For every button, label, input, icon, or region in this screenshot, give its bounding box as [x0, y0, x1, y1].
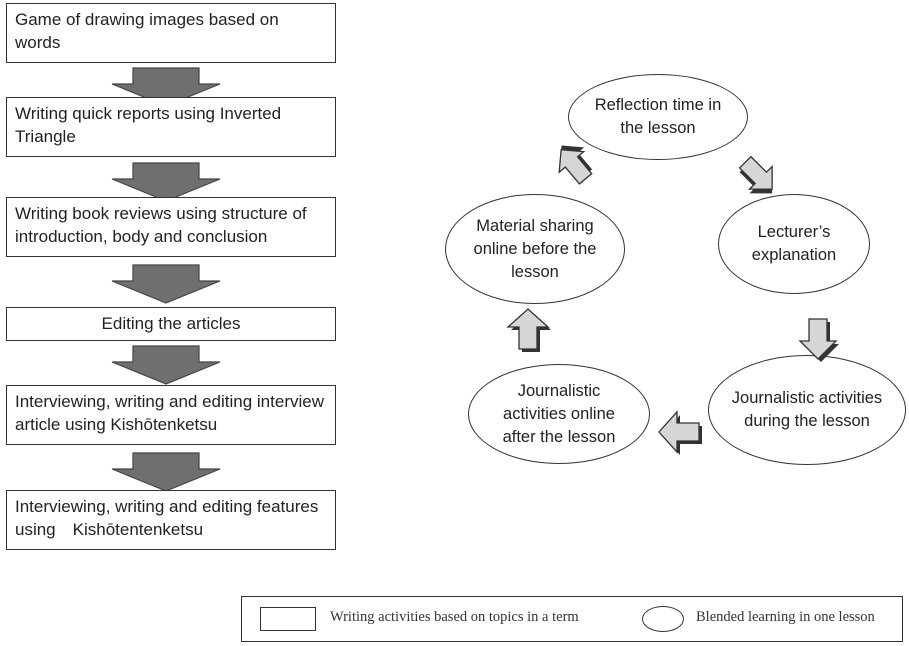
step-label-2: Writing quick reports using Inverted Tri…	[15, 104, 282, 146]
step-box-3: Writing book reviews using structure of …	[6, 197, 336, 257]
cycle-label-journalistic-during: Journalistic activities during the lesso…	[731, 389, 883, 430]
cycle-arrow-after-to-material	[506, 308, 551, 352]
step-label-1: Game of drawing images based on words	[15, 10, 279, 52]
legend-box-symbol	[260, 607, 316, 631]
step-box-4: Editing the articles	[6, 307, 336, 341]
down-arrow-2	[111, 162, 221, 202]
cycle-label-material-sharing: Material sharing online before the lesso…	[473, 216, 597, 281]
legend-box-label: Writing activities based on topics in a …	[330, 609, 579, 625]
cycle-ellipse-lecturer: Lecturer’s explanation	[718, 194, 870, 294]
cycle-ellipse-journalistic-after: Journalistic activities online after the…	[468, 364, 650, 464]
step-label-3: Writing book reviews using structure of …	[15, 204, 307, 246]
legend-ellipse-symbol	[642, 606, 684, 632]
cycle-arrow-reflection-to-lecturer	[738, 155, 773, 194]
cycle-arrow-material-to-reflection	[558, 145, 593, 185]
step-box-1: Game of drawing images based on words	[6, 3, 336, 63]
down-arrow-4	[111, 345, 221, 385]
step-box-2: Writing quick reports using Inverted Tri…	[6, 97, 336, 157]
cycle-label-lecturer: Lecturer’s explanation	[751, 223, 837, 264]
cycle-arrow-during-to-after	[658, 410, 702, 455]
down-arrow-3	[111, 264, 221, 304]
step-label-5: Interviewing, writing and editing interv…	[15, 392, 324, 434]
cycle-ellipse-material-sharing: Material sharing online before the lesso…	[445, 194, 625, 304]
cycle-label-reflection: Reflection time in the lesson	[594, 96, 722, 137]
step-label-4: Editing the articles	[101, 314, 241, 333]
cycle-arrow-lecturer-to-during	[798, 318, 839, 362]
step-box-6: Interviewing, writing and editing featur…	[6, 490, 336, 550]
down-arrow-5	[111, 452, 221, 492]
step-label-6: Interviewing, writing and editing featur…	[15, 497, 319, 539]
cycle-label-journalistic-after: Journalistic activities online after the…	[502, 381, 616, 446]
cycle-ellipse-reflection: Reflection time in the lesson	[568, 74, 748, 160]
legend-ellipse-label: Blended learning in one lesson	[696, 609, 875, 625]
step-box-5: Interviewing, writing and editing interv…	[6, 385, 336, 445]
legend: Writing activities based on topics in a …	[241, 596, 903, 642]
down-arrow-1	[111, 67, 221, 107]
cycle-ellipse-journalistic-during: Journalistic activities during the lesso…	[708, 355, 906, 465]
